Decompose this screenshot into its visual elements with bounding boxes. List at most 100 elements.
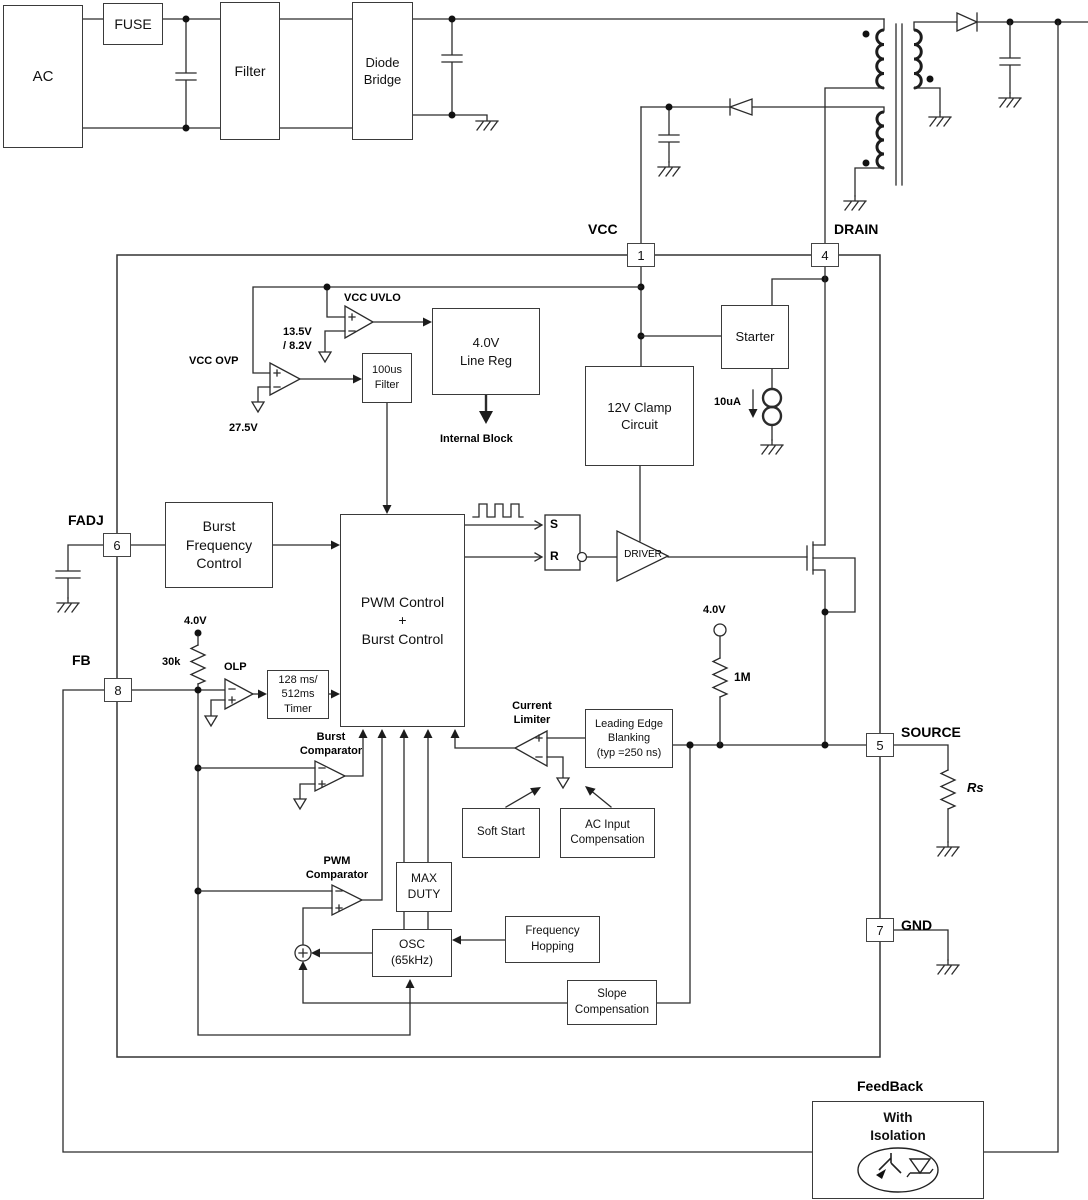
optocoupler-icon [857,1146,939,1193]
block-max-duty: MAX DUTY [396,862,452,912]
ground-icon [936,841,960,857]
ic-boundary [116,254,881,1058]
block-frequency-hopping-label: Frequency Hopping [525,925,580,953]
block-diode-bridge-label: Diode Bridge [363,54,402,87]
ground-icon [936,959,960,975]
block-olp-timer-label: 128 ms/ 512ms Timer [278,673,318,715]
source-pullup-voltage-label: 4.0V [703,604,726,616]
block-line-reg-label: 4.0V Line Reg [459,335,513,368]
vcc-ovp-label: VCC OVP [189,355,239,367]
source-pullup-resistor-icon [711,623,729,746]
pin-drain: 4 [811,243,839,267]
vcc-internal-wires [252,266,645,374]
ground-icon [998,92,1022,108]
pin-fadj-label: FADJ [68,512,104,528]
uvlo-comparator-icon [324,304,432,353]
ovp-comparator-icon [257,361,362,403]
olp-comparator-icon [210,677,267,717]
internal-block-label: Internal Block [440,433,513,445]
starter-current-label: 10uA [714,396,741,408]
olp-label: OLP [224,661,247,673]
pin-fadj-number: 6 [113,537,121,553]
block-fuse: FUSE [103,3,163,45]
feedback-sense-wire [983,21,1059,1153]
fadj-wires [130,540,340,550]
source-pullup-resistor-label: 1M [734,670,751,684]
pin-vcc-label: VCC [588,221,618,237]
frequency-hopping-wire [452,935,506,945]
pin-gnd-number: 7 [876,922,884,938]
bulk-capacitor-icon [441,15,463,119]
sense-resistor-label: Rs [967,780,984,795]
summing-junction-icon [294,944,568,1004]
block-diode-bridge: Diode Bridge [352,2,413,140]
ground-icon [475,115,499,131]
block-slope-compensation: Slope Compensation [567,980,657,1025]
block-fuse-label: FUSE [114,15,152,32]
gnd-external-wire [893,929,949,961]
driver-label: DRIVER [624,549,662,560]
block-osc-label: OSC (65kHz) [390,937,433,967]
pin-vcc-number: 1 [637,247,645,263]
block-ac-input-compensation: AC Input Compensation [560,808,655,858]
reference-icon [556,777,570,789]
output-rectifier-diode-icon [956,11,1088,33]
current-limiter-label: Current Limiter [512,700,552,726]
block-12v-clamp: 12V Clamp Circuit [585,366,694,466]
ground-icon [657,161,681,177]
reference-icon [251,401,265,413]
block-leading-edge-blanking: Leading Edge Blanking (typ =250 ns) [585,709,673,768]
ground-icon [56,597,80,613]
pin-fadj: 6 [103,533,131,557]
ground-icon [843,195,867,211]
latch-input-wires [464,520,544,562]
source-net-wires [672,741,867,749]
feedback-title-label: FeedBack [857,1078,924,1094]
sr-latch-icon [544,514,618,571]
fb-pullup-voltage-label: 4.0V [184,615,207,627]
block-osc: OSC (65kHz) [372,929,452,977]
reference-icon [204,715,218,727]
block-feedback-label: With Isolation [870,1110,926,1143]
timer-output-wire [328,689,340,699]
block-max-duty-label: MAX DUTY [407,871,441,901]
pin-gnd-label: GND [901,917,933,933]
fb-pullup-resistor-label: 30k [162,656,181,668]
max-duty-wires [399,729,433,930]
fb-pullup-resistor-icon [189,629,207,691]
latch-r-label: R [550,549,559,563]
block-slope-compensation-label: Slope Compensation [574,988,650,1016]
block-soft-start: Soft Start [462,808,540,858]
fb-internal-wires [131,686,415,1036]
ground-icon [928,111,952,127]
pin-source: 5 [866,733,894,757]
pin-fb: 8 [104,678,132,702]
block-burst-frequency-control: Burst Frequency Control [165,502,273,588]
pin-source-number: 5 [876,737,884,753]
block-bfc-label: Burst Frequency Control [185,518,253,572]
burst-comparator-icon [197,729,368,800]
input-filter-capacitor-icon [175,15,197,132]
block-starter-label: Starter [735,329,775,345]
block-ac-label: AC [32,67,54,85]
pwm-comparator-icon [197,729,387,946]
block-100us-filter: 100us Filter [362,353,412,403]
fadj-capacitor-icon [55,544,104,599]
pin-fb-number: 8 [114,682,122,698]
sense-resistor-icon [893,744,957,843]
block-olp-timer: 128 ms/ 512ms Timer [267,670,329,719]
block-12v-clamp-label: 12V Clamp Circuit [607,399,672,432]
soft-start-arrow [505,787,541,808]
pin-drain-number: 4 [821,247,829,263]
block-leb-label: Leading Edge Blanking (typ =250 ns) [595,717,663,759]
current-limiter-comparator-icon [450,729,586,779]
block-feedback: With Isolation [812,1101,984,1199]
block-line-reg: 4.0V Line Reg [432,308,540,395]
block-100us-filter-label: 100us Filter [372,364,402,391]
vcc-rectifier-diode-icon [640,98,753,116]
vcc-capacitor-icon [658,103,680,163]
starter-current-source-icon [748,387,783,427]
pwm-comparator-label: PWM Comparator [305,855,369,881]
pin-drain-label: DRAIN [834,221,879,237]
